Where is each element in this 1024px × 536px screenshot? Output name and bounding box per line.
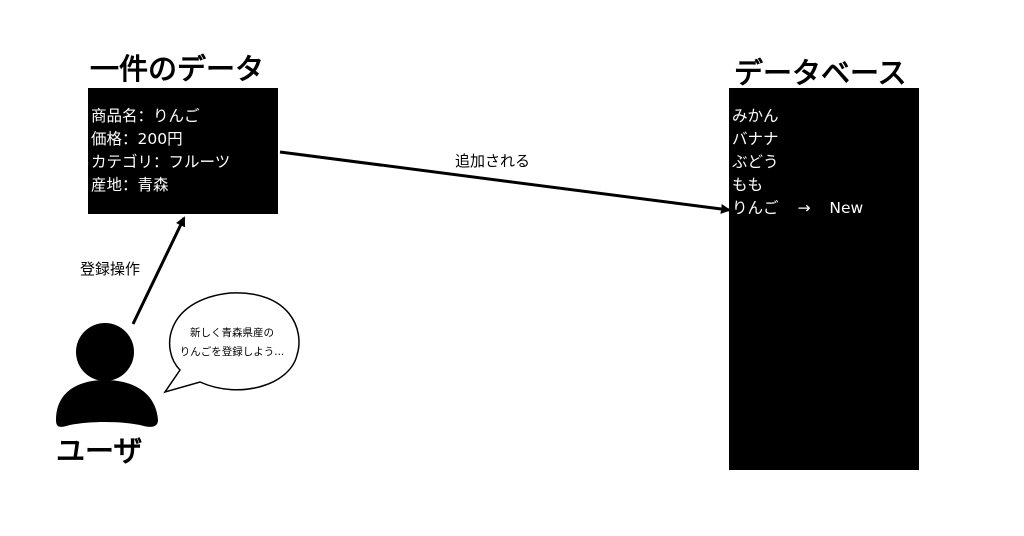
database-title: データベース: [734, 56, 907, 90]
database-item: ぶどう: [732, 153, 779, 171]
record-field: 産地：青森: [91, 176, 169, 194]
speech-bubble: [163, 292, 300, 394]
speech-line: 新しく青森県産の: [190, 327, 274, 339]
speech-line: りんごを登録しよう...: [179, 346, 285, 358]
right-arrow-icon: →: [797, 199, 811, 217]
new-item-name: りんご: [732, 199, 779, 217]
database-item: みかん: [732, 107, 779, 125]
new-badge: New: [829, 199, 864, 217]
register-arrow: [131, 216, 186, 325]
add-arrow: [279, 150, 731, 214]
record-field: カテゴリ：フルーツ: [91, 153, 231, 171]
register-label: 登録操作: [80, 260, 141, 278]
record-field: 価格：200円: [91, 130, 183, 148]
add-label: 追加される: [455, 152, 531, 170]
record-box: 商品名：りんご 価格：200円 カテゴリ：フルーツ 産地：青森: [88, 88, 278, 214]
speech-text: 新しく青森県産の りんごを登録しよう...: [172, 324, 292, 362]
record-field: 商品名：りんご: [91, 107, 200, 125]
database-item: バナナ: [732, 130, 779, 148]
database-box: みかん バナナ ぶどう もも りんご → New: [729, 88, 919, 470]
user-icon: [56, 323, 158, 427]
database-item-new: りんご → New: [732, 197, 916, 220]
user-label: ユーザ: [56, 434, 143, 468]
record-title: 一件のデータ: [90, 52, 265, 86]
database-item: もも: [732, 176, 764, 194]
